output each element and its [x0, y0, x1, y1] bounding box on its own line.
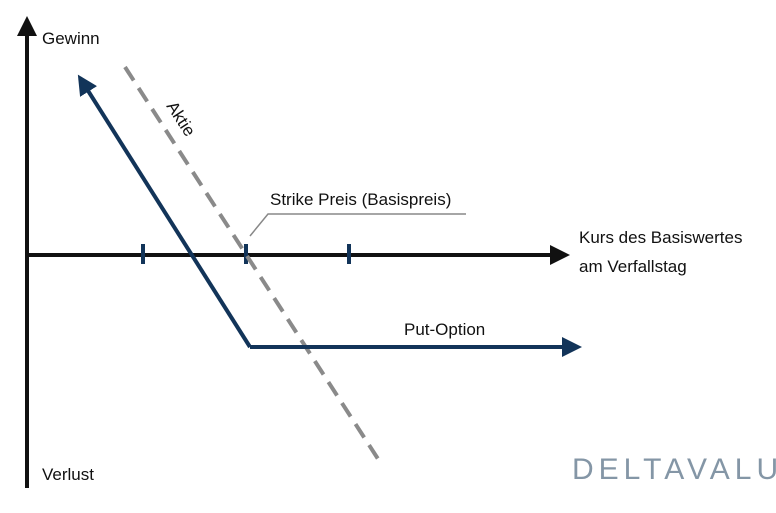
put-option-payoff-line	[77, 74, 252, 349]
deltavalue-logo: DELTAVALUE	[572, 453, 776, 486]
stock-payoff-line	[123, 65, 382, 464]
x-axis-label-line1: Kurs des Basiswertes	[579, 228, 742, 247]
strike-label: Strike Preis (Basispreis)	[270, 190, 451, 209]
put-option-label: Put-Option	[404, 320, 485, 339]
y-axis-top-label: Gewinn	[42, 29, 100, 48]
strike-pointer	[249, 213, 466, 237]
x-axis-label-line2: am Verfallstag	[579, 257, 687, 276]
y-axis-bottom-label: Verlust	[42, 465, 94, 484]
